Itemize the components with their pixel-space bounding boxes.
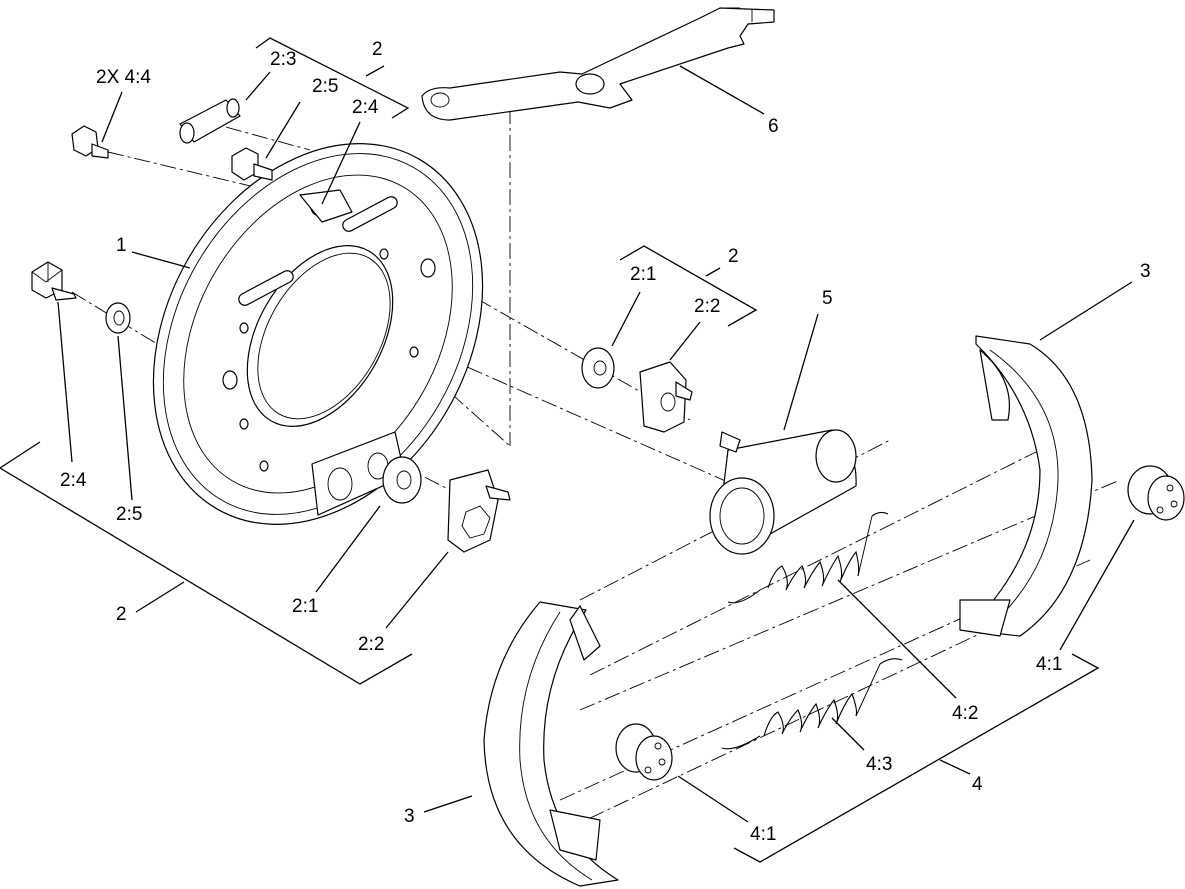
bolt-2x-4-4 [71, 125, 109, 159]
holddown-spring-4-1-left [615, 723, 673, 781]
spring-4-3 [721, 658, 903, 750]
leader-lines [57, 65, 1135, 823]
callout-4-2: 4:2 [952, 703, 978, 724]
group-bracket-2-bottom [0, 441, 413, 685]
callout-2-3: 2:3 [270, 49, 296, 70]
callout-3-right: 3 [1140, 261, 1151, 282]
holddown-spring-4-1-right [1127, 465, 1185, 521]
adjuster-2-2-lower [447, 469, 511, 553]
callout-4-3: 4:3 [866, 754, 892, 775]
callout-2-5-left: 2:5 [116, 504, 142, 525]
callout-2-2-mid: 2:2 [694, 296, 720, 317]
wheel-cylinder [709, 429, 857, 555]
brake-shoe-right [959, 335, 1093, 637]
bolt-2-5-top [231, 147, 273, 181]
callout-5: 5 [822, 288, 833, 309]
callout-1: 1 [116, 235, 127, 256]
group-bracket-2-mid [619, 245, 758, 327]
callout-4-1-right: 4:1 [1036, 654, 1062, 675]
washer-2-1-mid [581, 347, 615, 389]
callout-labels: 2X 4:4 2:3 2 2:5 2:4 6 1 2:1 2 2:2 5 3 2… [60, 39, 1151, 845]
lever-arm [421, 7, 775, 121]
pin-2-3 [179, 98, 241, 144]
callout-2-2-bottom: 2:2 [358, 634, 384, 655]
backing-plate [152, 143, 484, 525]
callout-2-5-top: 2:5 [312, 76, 338, 97]
brake-shoe-left [483, 601, 619, 887]
group-bracket-2-top [255, 37, 410, 119]
callout-6: 6 [768, 116, 779, 137]
callout-3-left: 3 [404, 806, 415, 827]
spring-4-2 [727, 511, 889, 604]
bolt-2-4-left [31, 261, 77, 301]
callout-2-bottom: 2 [116, 604, 127, 625]
callout-4-1-left: 4:1 [750, 824, 776, 845]
callout-2-4-top: 2:4 [352, 97, 379, 118]
callout-2-top: 2 [372, 39, 383, 60]
adjuster-2-2-mid [639, 361, 693, 433]
callout-4: 4 [972, 774, 983, 795]
group-bracket-4 [733, 653, 1100, 863]
callout-2-1-bottom: 2:1 [292, 596, 318, 617]
callout-2-4-left: 2:4 [60, 470, 87, 491]
callout-2-mid: 2 [728, 246, 739, 267]
washer-2-1-lower [382, 456, 422, 504]
callout-2x-4-4: 2X 4:4 [96, 67, 151, 88]
callout-2-1-mid: 2:1 [630, 264, 656, 285]
washer-2-5-left [105, 302, 131, 334]
